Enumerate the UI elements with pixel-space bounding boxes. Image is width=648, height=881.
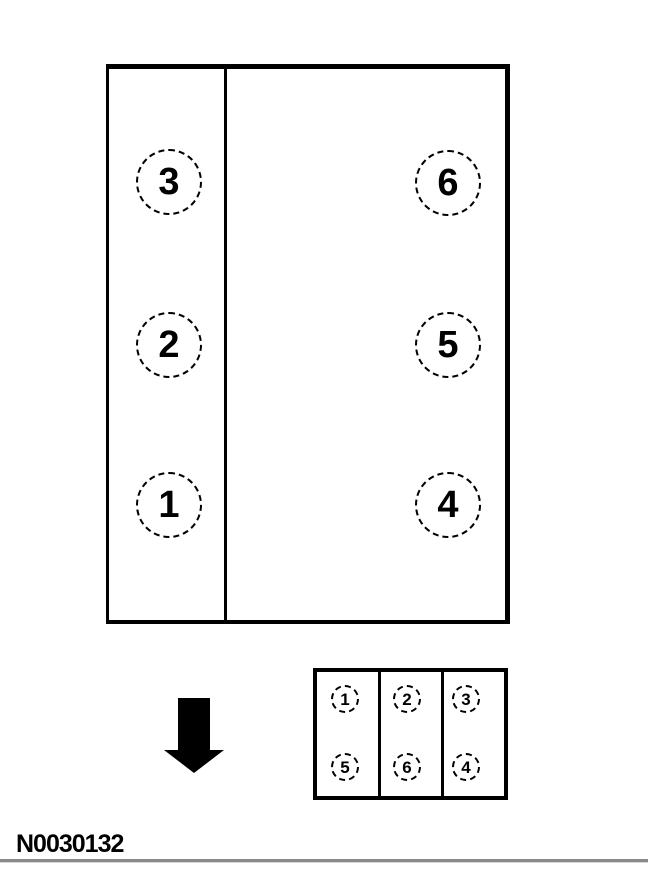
- bank-divider-line: [224, 69, 227, 620]
- cylinder-number: 1: [158, 484, 180, 526]
- coil-terminal-circle-1: 1: [331, 685, 359, 713]
- terminal-number: 4: [461, 757, 471, 777]
- cylinder-circle-4: 4: [415, 472, 481, 538]
- figure-id-label: N0030132: [16, 830, 124, 858]
- coil-terminal-circle-6: 6: [393, 753, 421, 781]
- cylinder-circle-5: 5: [415, 312, 481, 378]
- coil-pack-divider-line: [441, 672, 444, 796]
- coil-terminal-circle-3: 3: [452, 685, 480, 713]
- coil-pack-divider-line: [378, 672, 381, 796]
- cylinder-number: 4: [437, 484, 459, 526]
- cylinder-circle-6: 6: [415, 150, 481, 216]
- cylinder-circle-1: 1: [136, 472, 202, 538]
- cylinder-number: 3: [158, 161, 180, 203]
- terminal-number: 6: [402, 757, 412, 777]
- cylinder-circle-2: 2: [136, 312, 202, 378]
- coil-terminal-circle-2: 2: [393, 685, 421, 713]
- terminal-number: 5: [340, 757, 350, 777]
- coil-terminal-circle-5: 5: [331, 753, 359, 781]
- bottom-separator-line: [0, 859, 648, 863]
- terminal-number: 3: [461, 689, 471, 709]
- coil-terminal-circle-4: 4: [452, 753, 480, 781]
- cylinder-number: 6: [437, 162, 459, 204]
- terminal-number: 1: [340, 689, 350, 709]
- cylinder-number: 2: [158, 324, 180, 366]
- cylinder-circle-3: 3: [136, 149, 202, 215]
- down-arrow-shaft: [178, 698, 210, 750]
- terminal-number: 2: [402, 689, 412, 709]
- cylinder-number: 5: [437, 324, 459, 366]
- down-arrow-head: [164, 750, 224, 773]
